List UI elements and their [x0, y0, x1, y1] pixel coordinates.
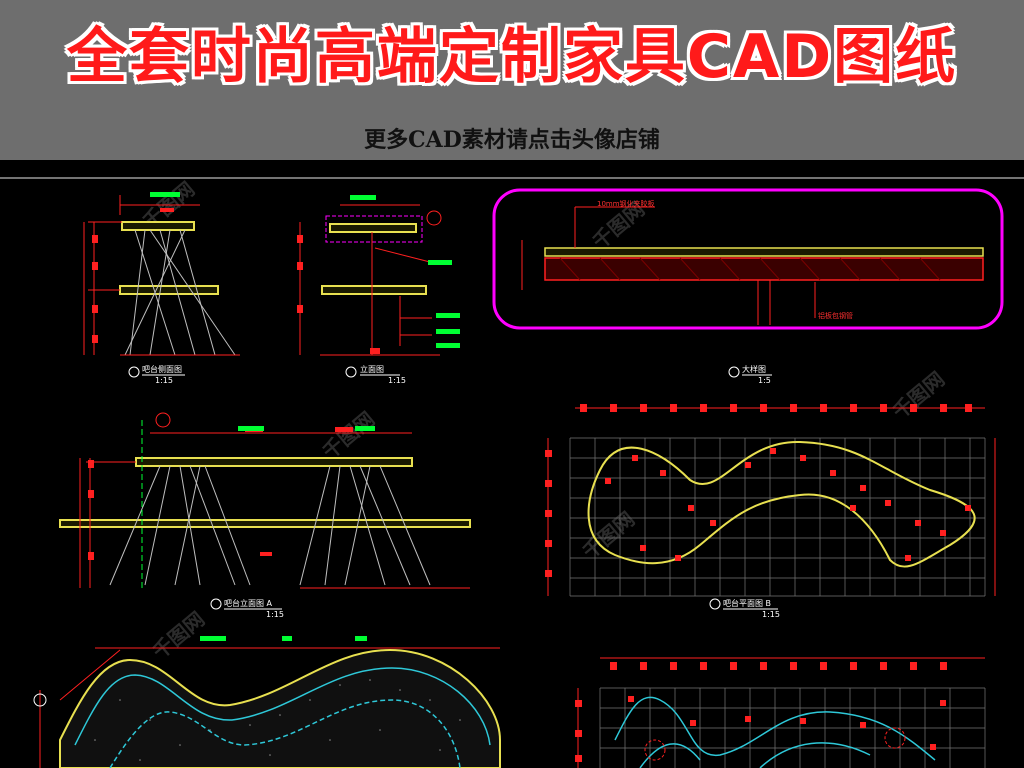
view-plan-grid-2	[575, 657, 986, 768]
view1-title: 吧台侧面图	[142, 364, 182, 374]
page-subtitle: 更多CAD素材请点击头像店铺	[364, 127, 660, 153]
view1-scale: 1:15	[155, 376, 173, 385]
view3-scale: 1:5	[758, 376, 771, 385]
page-title: 全套时尚高端定制家具CAD图纸	[66, 22, 958, 92]
header-banner	[0, 0, 1024, 160]
view-side-elevation: 吧台侧面图 1:15	[83, 192, 240, 385]
view-elevation-a: 吧台立面图 A 1:15	[59, 412, 471, 619]
callout-material-2: 铝板包钢管	[818, 311, 853, 320]
view4-scale: 1:15	[266, 610, 284, 619]
view-plan-shape	[33, 636, 501, 768]
callout-material-1: 10mm钢化夹胶板	[597, 199, 655, 208]
view-detail: 10mm钢化夹胶板 铝板包钢管 大样图 1:5	[492, 188, 1004, 385]
view5-title: 吧台平面图 B	[723, 598, 771, 608]
view-plan-b: 吧台平面图 B 1:15	[545, 404, 996, 619]
view2-scale: 1:15	[388, 376, 406, 385]
view-front-elevation: 立面图 1:15	[297, 195, 460, 385]
cad-drawing: 千图网 千图网 千图网 千图网 千图网 千图网 吧台侧面图 1:	[0, 160, 1024, 768]
view2-title: 立面图	[360, 364, 384, 374]
view3-title: 大样图	[742, 364, 766, 374]
view5-scale: 1:15	[762, 610, 780, 619]
view4-title: 吧台立面图 A	[224, 598, 273, 608]
